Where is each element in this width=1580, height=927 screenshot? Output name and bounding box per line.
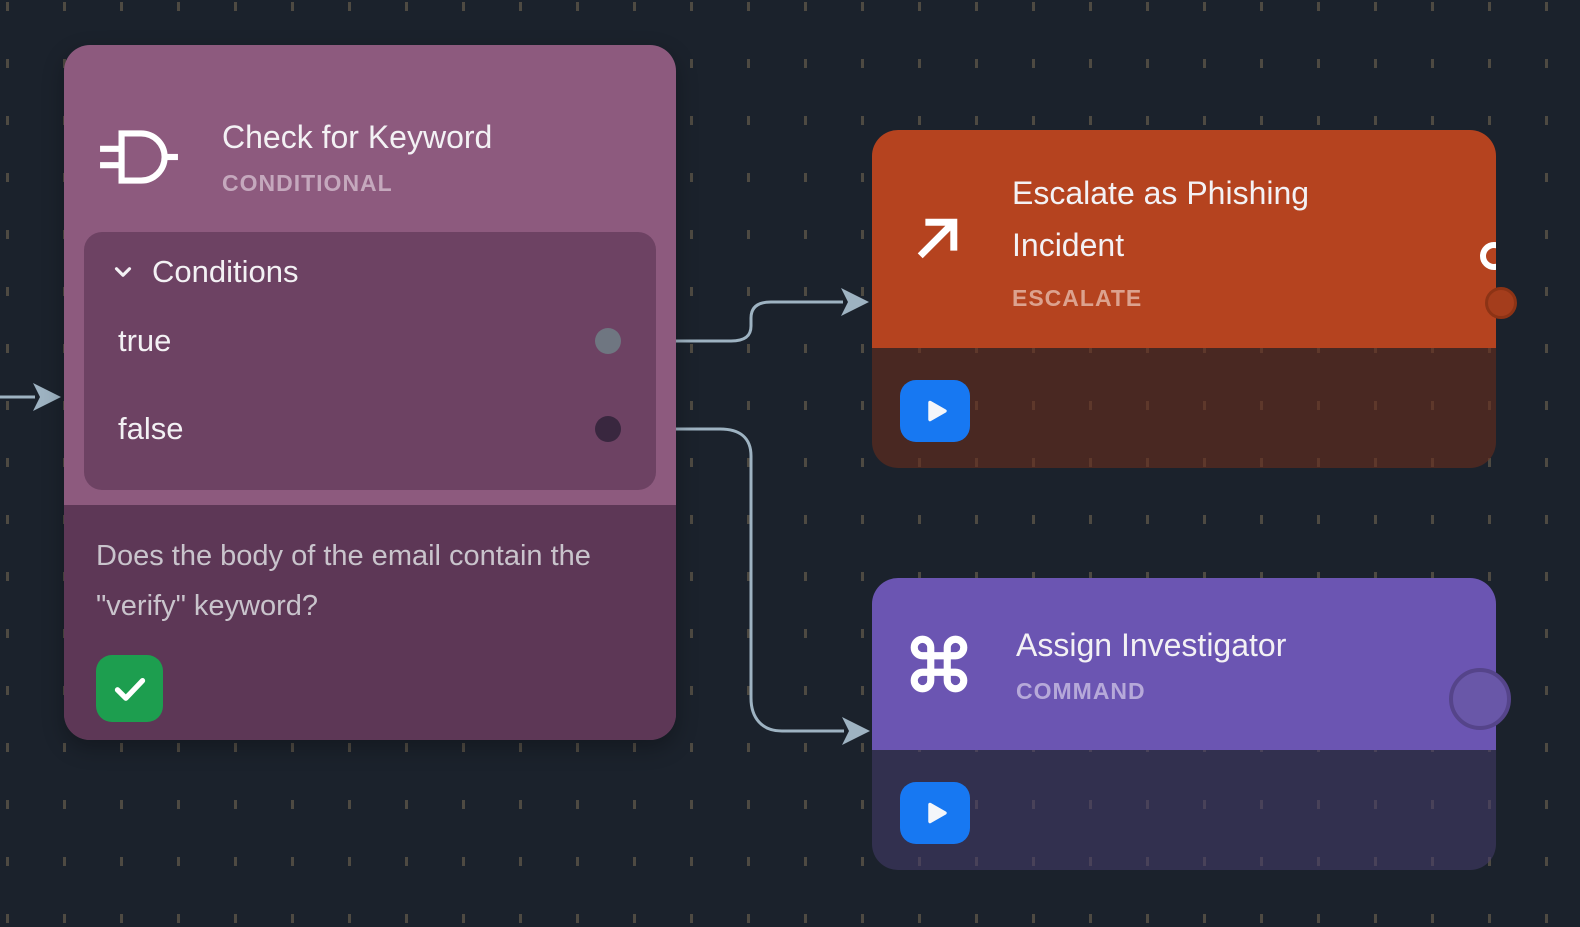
edge-true-to-escalate[interactable] — [621, 300, 843, 343]
output-handle[interactable] — [1449, 668, 1511, 730]
edge-arrowheads — [33, 288, 870, 745]
node-type-badge: ESCALATE — [1012, 284, 1143, 311]
edge-false-to-command[interactable] — [621, 427, 844, 733]
output-handle[interactable] — [1485, 287, 1517, 319]
arrowhead-true-icon — [841, 288, 869, 316]
node-header: Escalate as Phishing Incident ESCALATE — [872, 130, 1517, 348]
play-icon — [918, 796, 952, 830]
node-footer — [872, 348, 1496, 468]
conditions-panel-header[interactable]: Conditions — [110, 252, 630, 292]
and-gate-icon — [98, 124, 180, 190]
status-success-button[interactable] — [96, 655, 163, 722]
node-footer — [872, 750, 1496, 870]
conditions-label: Conditions — [152, 254, 299, 289]
arrowhead-incoming-icon — [33, 383, 61, 411]
node-title: Assign Investigator — [1016, 626, 1287, 663]
output-label-false: false — [118, 411, 184, 446]
node-conditional[interactable]: Check for Keyword CONDITIONAL Conditions… — [64, 45, 676, 740]
edge-group[interactable] — [0, 300, 844, 733]
node-header: Assign Investigator COMMAND — [872, 578, 1511, 750]
arrowhead-false-icon — [842, 717, 870, 745]
node-title: Check for Keyword — [222, 119, 493, 155]
command-icon — [906, 626, 972, 702]
output-port-false[interactable] — [595, 416, 621, 442]
node-header: Check for Keyword CONDITIONAL — [64, 45, 676, 232]
run-node-button[interactable] — [900, 380, 970, 442]
arrow-up-right-icon — [906, 207, 968, 271]
conditions-panel: Conditions true false — [84, 232, 656, 490]
node-description: Does the body of the email contain the "… — [96, 540, 591, 622]
chevron-down-icon — [110, 259, 136, 285]
node-type-badge: CONDITIONAL — [222, 170, 393, 196]
node-title: Escalate as Phishing Incident — [1012, 174, 1310, 263]
play-icon — [918, 394, 952, 428]
output-port-true[interactable] — [595, 328, 621, 354]
node-escalate[interactable]: Escalate as Phishing Incident ESCALATE — [872, 130, 1517, 468]
clipped-status-icon — [1477, 230, 1496, 282]
output-label-true: true — [118, 323, 172, 358]
node-footer: Does the body of the email contain the "… — [64, 505, 676, 740]
node-type-badge: COMMAND — [1016, 677, 1146, 704]
node-command[interactable]: Assign Investigator COMMAND — [872, 578, 1511, 870]
check-icon — [110, 669, 150, 709]
run-node-button[interactable] — [900, 782, 970, 844]
